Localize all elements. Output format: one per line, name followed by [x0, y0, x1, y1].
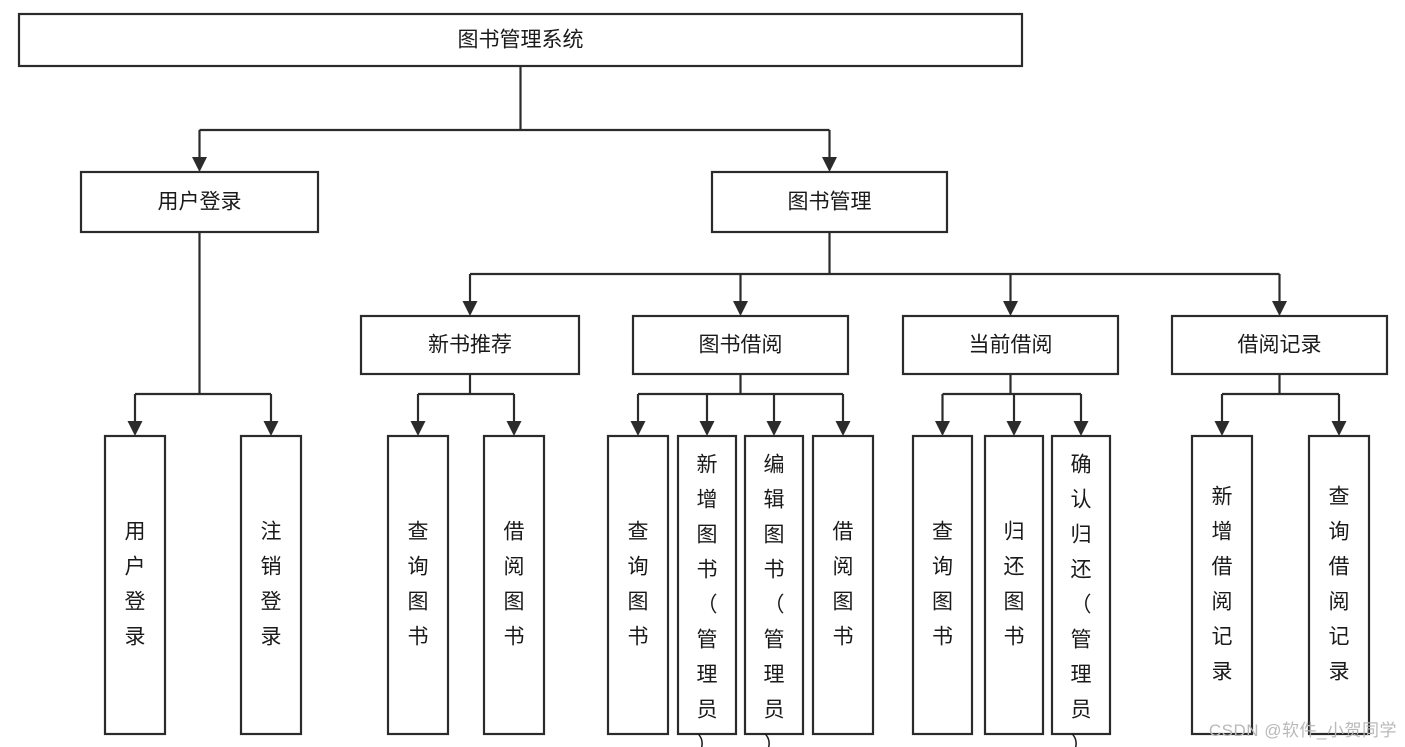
connector-arrowhead [263, 421, 279, 436]
connector-arrowhead [1073, 421, 1089, 436]
node-root[interactable]: 图书管理系统 [17, 12, 1024, 68]
node-box-new-book-rec[interactable] [359, 314, 581, 376]
node-new-book-rec[interactable]: 新书推荐 [359, 314, 581, 376]
node-book-manage[interactable]: 图书管理 [710, 170, 949, 234]
node-box-leaf-user-login[interactable] [103, 434, 167, 736]
node-label-book-borrow: 图书借阅 [699, 334, 783, 357]
node-label-root: 图书管理系统 [458, 29, 584, 52]
node-box-leaf-borrow-book-1[interactable] [482, 434, 546, 736]
node-leaf-query-book-1[interactable]: 查询图书 [386, 434, 450, 736]
node-label-leaf-query-record: 查询借阅记录 [1329, 485, 1350, 683]
node-label-leaf-add-record: 新增借阅记录 [1212, 485, 1233, 683]
node-label-leaf-add-book: 新增图书（管理员） [697, 453, 718, 747]
node-box-book-manage[interactable] [710, 170, 949, 234]
node-leaf-add-record[interactable]: 新增借阅记录 [1190, 434, 1254, 736]
connector-arrowhead [630, 421, 646, 436]
node-leaf-query-record[interactable]: 查询借阅记录 [1307, 434, 1371, 736]
connector-arrowhead [410, 421, 426, 436]
node-box-leaf-query-record[interactable] [1307, 434, 1371, 736]
node-label-book-manage: 图书管理 [788, 191, 872, 214]
node-box-root[interactable] [17, 12, 1024, 68]
node-label-leaf-user-login: 用户登录 [125, 520, 146, 648]
node-box-leaf-edit-book[interactable] [743, 434, 805, 736]
node-book-borrow[interactable]: 图书借阅 [631, 314, 850, 376]
node-leaf-user-logout[interactable]: 注销登录 [239, 434, 303, 736]
connector-arrowhead [506, 421, 522, 436]
node-box-leaf-user-logout[interactable] [239, 434, 303, 736]
node-leaf-borrow-book-2[interactable]: 借阅图书 [811, 434, 875, 736]
connector-arrowhead [1003, 301, 1018, 316]
node-label-borrow-record: 借阅记录 [1238, 334, 1322, 357]
node-box-leaf-add-record[interactable] [1190, 434, 1254, 736]
connector-arrowhead [1272, 301, 1287, 316]
connector-arrowhead [766, 421, 782, 436]
node-label-leaf-query-book-1: 查询图书 [408, 520, 429, 648]
node-leaf-borrow-book-1[interactable]: 借阅图书 [482, 434, 546, 736]
connector-arrowhead [822, 157, 837, 172]
node-label-leaf-query-book-3: 查询图书 [932, 520, 953, 648]
node-label-leaf-confirm-return: 确认归还（管理员） [1071, 453, 1092, 747]
node-leaf-confirm-return[interactable]: 确认归还（管理员） [1050, 434, 1112, 747]
node-label-leaf-borrow-book-2: 借阅图书 [833, 520, 854, 648]
node-label-leaf-borrow-book-1: 借阅图书 [504, 520, 525, 648]
node-box-leaf-add-book[interactable] [676, 434, 738, 736]
node-leaf-user-login[interactable]: 用户登录 [103, 434, 167, 736]
node-box-current-borrow[interactable] [901, 314, 1120, 376]
connector-arrowhead [1006, 421, 1022, 436]
node-leaf-query-book-3[interactable]: 查询图书 [911, 434, 974, 736]
node-leaf-return-book[interactable]: 归还图书 [983, 434, 1045, 736]
node-label-leaf-edit-book: 编辑图书（管理员） [764, 453, 785, 747]
connector-arrowhead [462, 301, 478, 316]
node-label-leaf-query-book-2: 查询图书 [628, 520, 649, 648]
connector-arrowhead [699, 421, 715, 436]
node-box-leaf-return-book[interactable] [983, 434, 1045, 736]
node-box-leaf-borrow-book-2[interactable] [811, 434, 875, 736]
node-label-current-borrow: 当前借阅 [969, 334, 1053, 357]
node-box-book-borrow[interactable] [631, 314, 850, 376]
node-label-leaf-user-logout: 注销登录 [261, 520, 282, 648]
node-user-login[interactable]: 用户登录 [79, 170, 320, 234]
node-box-leaf-confirm-return[interactable] [1050, 434, 1112, 736]
node-borrow-record[interactable]: 借阅记录 [1170, 314, 1389, 376]
connector-arrowhead [127, 421, 143, 436]
node-leaf-query-book-2[interactable]: 查询图书 [606, 434, 670, 736]
node-box-leaf-query-book-2[interactable] [606, 434, 670, 736]
node-label-leaf-return-book: 归还图书 [1004, 520, 1025, 648]
node-label-new-book-rec: 新书推荐 [428, 334, 512, 357]
node-current-borrow[interactable]: 当前借阅 [901, 314, 1120, 376]
node-leaf-edit-book[interactable]: 编辑图书（管理员） [743, 434, 805, 747]
node-box-leaf-query-book-1[interactable] [386, 434, 450, 736]
connector-arrowhead [1214, 421, 1230, 436]
node-label-user-login: 用户登录 [158, 191, 242, 214]
node-box-user-login[interactable] [79, 170, 320, 234]
connector-arrowhead [733, 301, 748, 316]
node-box-borrow-record[interactable] [1170, 314, 1389, 376]
connector-arrowhead [1331, 421, 1347, 436]
connector-arrowhead [935, 421, 950, 436]
connector-arrowhead [192, 157, 207, 172]
node-box-leaf-query-book-3[interactable] [911, 434, 974, 736]
connector-arrowhead [835, 421, 851, 436]
node-leaf-add-book[interactable]: 新增图书（管理员） [676, 434, 738, 747]
